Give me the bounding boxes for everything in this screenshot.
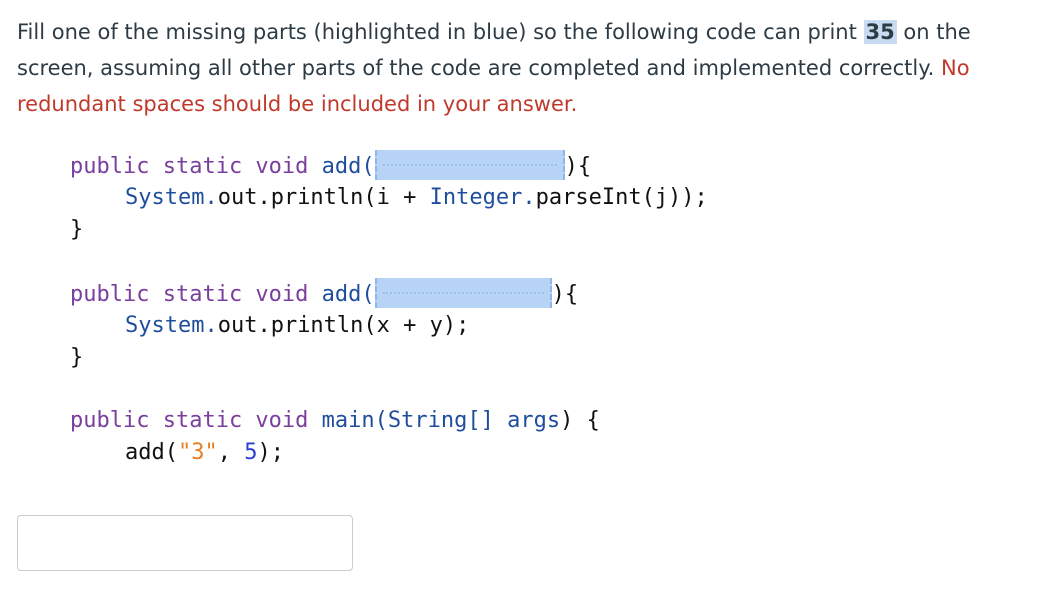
method1-sig-end: ){ <box>564 154 592 179</box>
method2-close: } <box>70 345 84 370</box>
main-body: add("3", 5); <box>70 437 284 469</box>
main-param-name: args <box>507 408 561 433</box>
main-keywords: public static void <box>70 408 309 433</box>
main-param-type: String[] <box>387 408 494 433</box>
method2-keywords: public static void <box>70 282 309 307</box>
method1-parseint: parseInt(j)); <box>535 185 708 210</box>
question-text: Fill one of the missing parts (highlight… <box>17 14 1047 122</box>
main-sig-end: ) { <box>560 408 600 433</box>
method1-parameter-blank <box>374 150 565 180</box>
method1-signature: public static void add( ){ <box>70 150 591 183</box>
method2-system: System. <box>125 313 218 338</box>
method1-close: } <box>70 217 84 242</box>
method2-println: out.println(x + y); <box>217 313 470 338</box>
answer-input[interactable] <box>17 515 353 571</box>
main-call-string-arg: "3" <box>177 440 218 465</box>
method1-system: System. <box>125 185 218 210</box>
method1-keywords: public static void <box>70 154 309 179</box>
method1-println: out.println(i + <box>217 185 430 210</box>
method2-name: add( <box>321 282 375 307</box>
method2-body: System.out.println(x + y); <box>70 310 469 342</box>
method2-parameter-blank <box>374 278 552 308</box>
main-call-end: ); <box>257 440 284 465</box>
target-number: 35 <box>863 20 897 44</box>
question-warning: No redundant spaces should be included i… <box>17 56 970 116</box>
method1-body: System.out.println(i + Integer.parseInt(… <box>70 182 708 214</box>
method1-name: add( <box>321 154 375 179</box>
main-name: main( <box>321 408 388 433</box>
method2-signature: public static void add( ){ <box>70 278 578 311</box>
main-call-sep: , <box>217 440 245 465</box>
main-signature: public static void main(String[] args) { <box>70 405 600 437</box>
method2-sig-end: ){ <box>551 282 579 307</box>
code-block: public static void add(){ System.out.pri… <box>0 0 708 465</box>
question-part2: on the screen, assuming all other parts … <box>17 20 971 80</box>
main-call-name: add( <box>125 440 178 465</box>
main-call-number-arg: 5 <box>244 440 258 465</box>
question-part1: Fill one of the missing parts (highlight… <box>17 20 864 44</box>
method1-integer: Integer. <box>429 185 536 210</box>
